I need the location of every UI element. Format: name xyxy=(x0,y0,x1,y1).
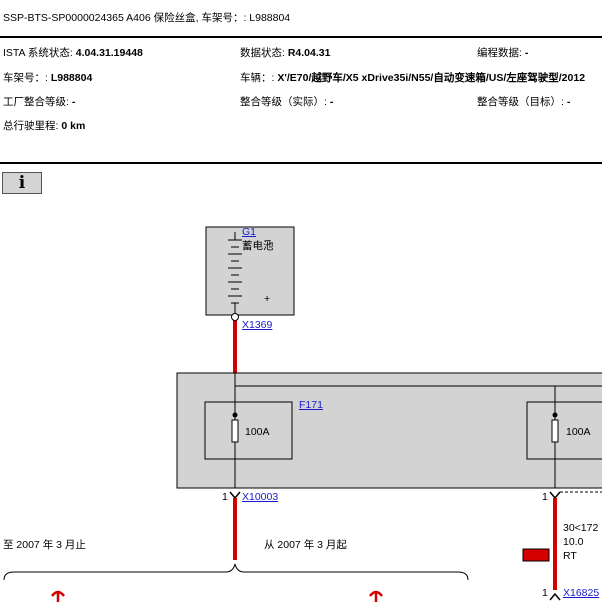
battery-symbol xyxy=(205,226,295,316)
connector-x16825-link[interactable]: X16825 xyxy=(563,587,600,599)
fuse-1-terminal xyxy=(232,412,238,418)
target-level-label: 整合等级（目标）: xyxy=(477,96,567,108)
connector-x10003-pin: 1 xyxy=(222,491,228,503)
actual-level-value: - xyxy=(329,96,334,108)
wire-spec-line3: RT xyxy=(563,550,577,562)
wire-spec-line1: 30<172 xyxy=(563,522,599,534)
data-status-label: 数据状态: xyxy=(240,47,288,59)
battery-minus: − xyxy=(265,235,272,247)
wire-spec-line2: 10.0 xyxy=(563,536,584,548)
info-icon: i xyxy=(18,173,26,193)
battery-id-link[interactable]: G1 xyxy=(242,226,257,238)
fuse-box-f171-link[interactable]: F171 xyxy=(299,399,323,411)
factory-integration-level: 工厂整合等级: - xyxy=(3,94,75,109)
connector-x16825-symbol xyxy=(549,592,561,601)
variant-from-label: 从 2007 年 3 月起 xyxy=(264,539,347,551)
connector-right-symbol xyxy=(549,491,561,500)
connector-x1369-link[interactable]: X1369 xyxy=(242,319,273,331)
factory-level-value: - xyxy=(71,96,76,108)
branch-marker-right xyxy=(369,590,383,602)
header-rule-top xyxy=(0,36,602,38)
header-rule-bottom xyxy=(0,162,602,164)
fuse-1-housing xyxy=(204,401,293,460)
actual-level-label: 整合等级（实际）: xyxy=(240,96,330,108)
fuse-2-element xyxy=(551,419,559,443)
wire-color-swatch xyxy=(522,548,550,562)
battery-plus: + xyxy=(264,293,271,305)
target-level-value: - xyxy=(566,96,571,108)
mileage-label: 总行驶里程: xyxy=(3,120,62,132)
factory-level-label: 工厂整合等级: xyxy=(3,96,72,108)
mileage-value: 0 km xyxy=(61,120,86,132)
variant-until-label: 至 2007 年 3 月止 xyxy=(3,539,86,551)
connector-x10003-link[interactable]: X10003 xyxy=(242,491,279,503)
mileage: 总行驶里程: 0 km xyxy=(3,118,85,133)
branch-marker-left xyxy=(51,590,65,602)
document-title: SSP-BTS-SP0000024365 A406 保险丝盒, 车架号：: L9… xyxy=(3,12,291,24)
fuse-1-rating: 100A xyxy=(245,426,270,438)
ista-status: ISTA 系统状态: 4.04.31.19448 xyxy=(3,45,143,60)
connector-right-pin: 1 xyxy=(542,491,548,503)
battery-cells xyxy=(228,232,242,313)
fuse-1-element xyxy=(231,419,239,443)
programming-data-value: - xyxy=(524,47,529,59)
actual-integration-level: 整合等级（实际）: - xyxy=(240,94,333,109)
info-button[interactable]: i xyxy=(2,172,42,194)
vehicle: 车辆：: X'/E70/越野车/X5 xDrive35i/N55/自动变速箱/U… xyxy=(240,70,585,85)
ista-status-value: 4.04.31.19448 xyxy=(75,47,143,59)
data-status-value: R4.04.31 xyxy=(287,47,331,59)
connector-x10003-symbol xyxy=(229,491,241,500)
vin-value: L988804 xyxy=(50,72,93,84)
battery-name: 蓄电池 xyxy=(242,240,274,252)
vehicle-value: X'/E70/越野车/X5 xDrive35i/N55/自动变速箱/US/左座驾… xyxy=(277,72,586,84)
vin: 车架号：: L988804 xyxy=(3,70,92,85)
ista-status-label: ISTA 系统状态: xyxy=(3,47,76,59)
fuse-2-housing xyxy=(526,401,602,460)
connector-x16825-pin: 1 xyxy=(542,587,548,599)
data-status: 数据状态: R4.04.31 xyxy=(240,45,330,60)
battery-terminal xyxy=(231,313,239,321)
programming-data: 编程数据: - xyxy=(477,45,528,60)
programming-data-label: 编程数据: xyxy=(477,47,525,59)
variant-brace xyxy=(3,563,469,581)
fuse-2-terminal xyxy=(552,412,558,418)
vehicle-label: 车辆：: xyxy=(240,72,278,84)
target-integration-level: 整合等级（目标）: - xyxy=(477,94,570,109)
vin-label: 车架号：: xyxy=(3,72,51,84)
fuse-2-rating: 100A xyxy=(566,426,591,438)
